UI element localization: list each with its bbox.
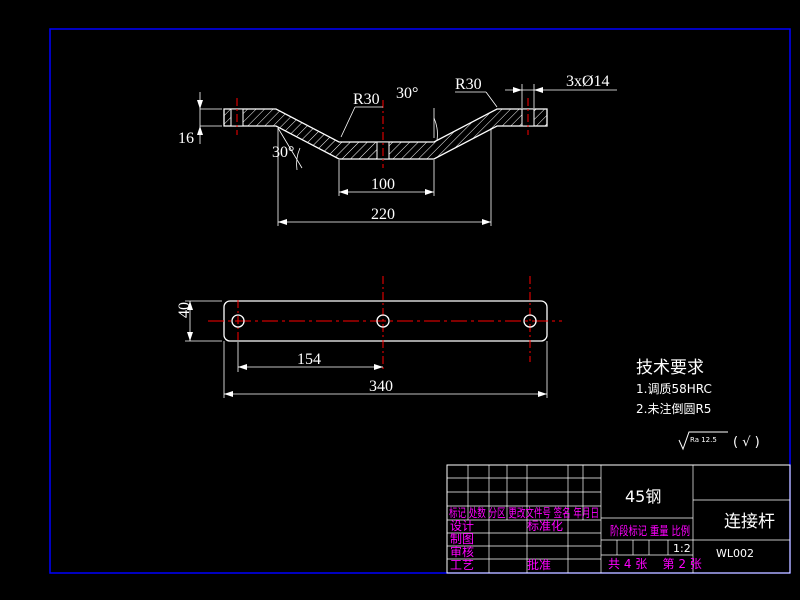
- dim-radius-left: R30: [353, 91, 380, 108]
- tech-requirements-title: 技术要求: [636, 358, 704, 378]
- reviewer-label: 审核: [450, 544, 474, 559]
- dim-thickness: 16: [178, 130, 194, 147]
- revision-header-row: 标记 处数 分区 更改文件号 签名 年月日: [449, 505, 599, 520]
- arrowhead: [374, 364, 383, 370]
- standardization-label: 标准化: [527, 519, 563, 533]
- roughness-check-icon: [678, 431, 728, 451]
- arrowhead: [278, 219, 287, 225]
- drafter-label: 制图: [450, 532, 474, 546]
- arrowhead: [187, 301, 193, 310]
- hole-right: [523, 314, 537, 328]
- drawing-number: WL002: [716, 547, 754, 560]
- arrowhead: [538, 391, 547, 397]
- hole-center: [376, 314, 390, 328]
- tech-requirement-item: 1.调质58HRC: [636, 382, 712, 396]
- arrowhead: [187, 332, 193, 341]
- arrowhead: [425, 189, 434, 195]
- front-view: 16 R30 30° R30 3xØ14 30° 100: [178, 73, 617, 226]
- sheet-info: 共 4 张 第 2 张: [608, 557, 702, 571]
- part-name: 连接杆: [724, 512, 775, 532]
- dim-width: 40: [176, 302, 193, 318]
- extension-line: [277, 127, 303, 169]
- dim-angle-left: 30°: [272, 144, 294, 161]
- dim-inner-length: 100: [371, 176, 395, 193]
- arrowhead: [224, 391, 233, 397]
- arrowhead: [482, 219, 491, 225]
- tech-requirements: 技术要求 1.调质58HRC 2.未注倒圆R5: [636, 358, 712, 416]
- designer-label: 设计: [450, 519, 474, 533]
- arrowhead: [197, 100, 203, 109]
- title-block: 45钢 连接杆 WL002 1:2 标记 处数 分区 更改文件号 签名 年月日 …: [446, 464, 791, 574]
- title-block-border: [446, 464, 791, 574]
- dim-total-length: 340: [369, 378, 393, 395]
- dim-outer-length: 220: [371, 206, 395, 223]
- material: 45钢: [625, 487, 661, 506]
- angle-arc: [433, 117, 438, 141]
- drawing-frame: [49, 28, 791, 574]
- angle-arc: [296, 147, 301, 171]
- dim-holes: 3xØ14: [566, 73, 610, 90]
- dim-angle-top: 30°: [396, 85, 418, 102]
- roughness-value: Ra 12.5: [690, 436, 717, 444]
- arrowhead: [339, 189, 348, 195]
- scale: 1:2: [673, 542, 691, 555]
- leader-line: [340, 106, 356, 138]
- arrowhead: [513, 87, 522, 93]
- stage-label: 阶段标记 重量 比例: [610, 523, 690, 538]
- process-label: 工艺: [450, 558, 474, 572]
- arrowhead: [534, 87, 543, 93]
- surface-roughness-symbol: Ra 12.5 ( √ ): [678, 431, 760, 451]
- tech-requirement-item: 2.未注倒圆R5: [636, 401, 711, 416]
- roughness-suffix: ( √ ): [733, 435, 760, 450]
- arrowhead: [197, 126, 203, 135]
- dim-radius-right: R30: [455, 76, 482, 93]
- leader-line: [485, 91, 498, 108]
- hole-left: [231, 314, 245, 328]
- approve-label: 批准: [527, 557, 551, 572]
- arrowhead: [238, 364, 247, 370]
- dim-hole-spacing: 154: [297, 351, 321, 368]
- top-view: 40 154 340: [176, 276, 562, 398]
